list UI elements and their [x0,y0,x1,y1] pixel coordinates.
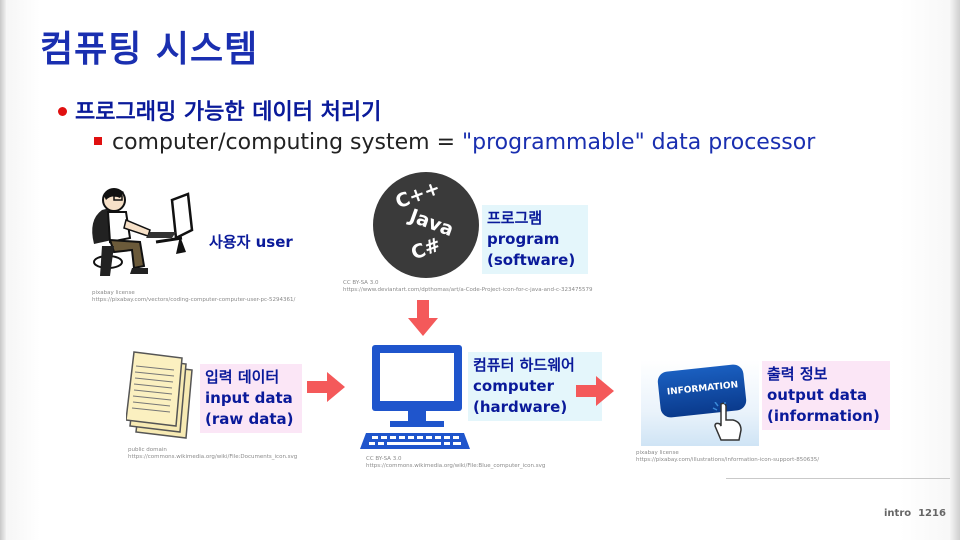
input-label-sub: (raw data) [205,410,294,428]
computer-label: 컴퓨터 하드웨어 computer (hardware) [468,352,602,421]
input-label-ko: 입력 데이터 [205,368,280,386]
input-credit-url: https://commons.wikimedia.org/wiki/File:… [128,454,298,460]
sub-bullet-suffix: data processor [644,130,816,155]
code-badge-icon: C++ Java C# [373,172,479,278]
user-credit-url: https://pixabay.com/vectors/coding-compu… [92,297,296,303]
right-arrow-icon [307,372,345,402]
program-label-en: program [487,230,560,248]
program-credit-url: https://www.deviantart.com/dpthomas/art/… [343,287,593,293]
footer-divider [726,478,950,479]
program-label: 프로그램 program (software) [482,205,588,274]
input-label: 입력 데이터 input data (raw data) [200,364,302,433]
computer-credit-url: https://commons.wikimedia.org/wiki/File:… [366,463,546,469]
output-label-ko: 출력 정보 [767,365,828,383]
user-credit-license: pixabay license [92,290,135,296]
output-label-en: output data [767,386,868,404]
slide-title: 컴퓨팅 시스템 [40,29,259,70]
input-credit-license: public domain [128,447,167,453]
information-badge-text: INFORMATION [666,380,739,398]
output-credit: pixabay license https://pixabay.com/illu… [636,450,819,464]
down-arrow-icon [408,300,438,336]
computer-credit: CC BY-SA 3.0 https://commons.wikimedia.o… [366,456,545,470]
user-label: 사용자 user [209,233,293,251]
computer-user-icon [92,188,194,276]
bullet-dot-icon [58,106,67,116]
information-icon: INFORMATION [641,360,759,446]
pointing-hand-icon [712,402,742,441]
user-credit: pixabay license https://pixabay.com/vect… [92,290,295,304]
computer-label-ko: 컴퓨터 하드웨어 [473,356,575,374]
sub-bullet: computer/computing system = "programmabl… [94,130,815,155]
output-label-sub: (information) [767,407,880,425]
computer-icon [360,345,470,449]
slide-edge-right [950,0,960,540]
program-credit: CC BY-SA 3.0 https://www.deviantart.com/… [343,280,593,294]
output-credit-url: https://pixabay.com/illustrations/inform… [636,457,820,463]
bullet-square-icon [94,137,102,145]
program-credit-license: CC BY-SA 3.0 [343,280,379,286]
output-credit-license: pixabay license [636,450,679,456]
documents-icon [126,351,193,439]
output-label: 출력 정보 output data (information) [762,361,890,430]
input-label-en: input data [205,389,293,407]
page-number: intro 1216 [884,508,946,519]
main-bullet: 프로그래밍 가능한 데이터 처리기 [58,94,381,126]
right-arrow-icon [576,376,614,406]
computer-label-sub: (hardware) [473,398,568,416]
sub-bullet-quoted: "programmable" [462,130,645,155]
computer-credit-license: CC BY-SA 3.0 [366,456,402,462]
main-bullet-text: 프로그래밍 가능한 데이터 처리기 [75,100,382,125]
badge-csharp: C# [408,233,444,265]
program-label-sub: (software) [487,251,576,269]
sub-bullet-prefix: computer/computing system = [112,130,463,155]
computer-label-en: computer [473,377,554,395]
input-credit: public domain https://commons.wikimedia.… [128,447,297,461]
slide-edge-left [0,0,6,540]
program-label-ko: 프로그램 [487,209,543,227]
